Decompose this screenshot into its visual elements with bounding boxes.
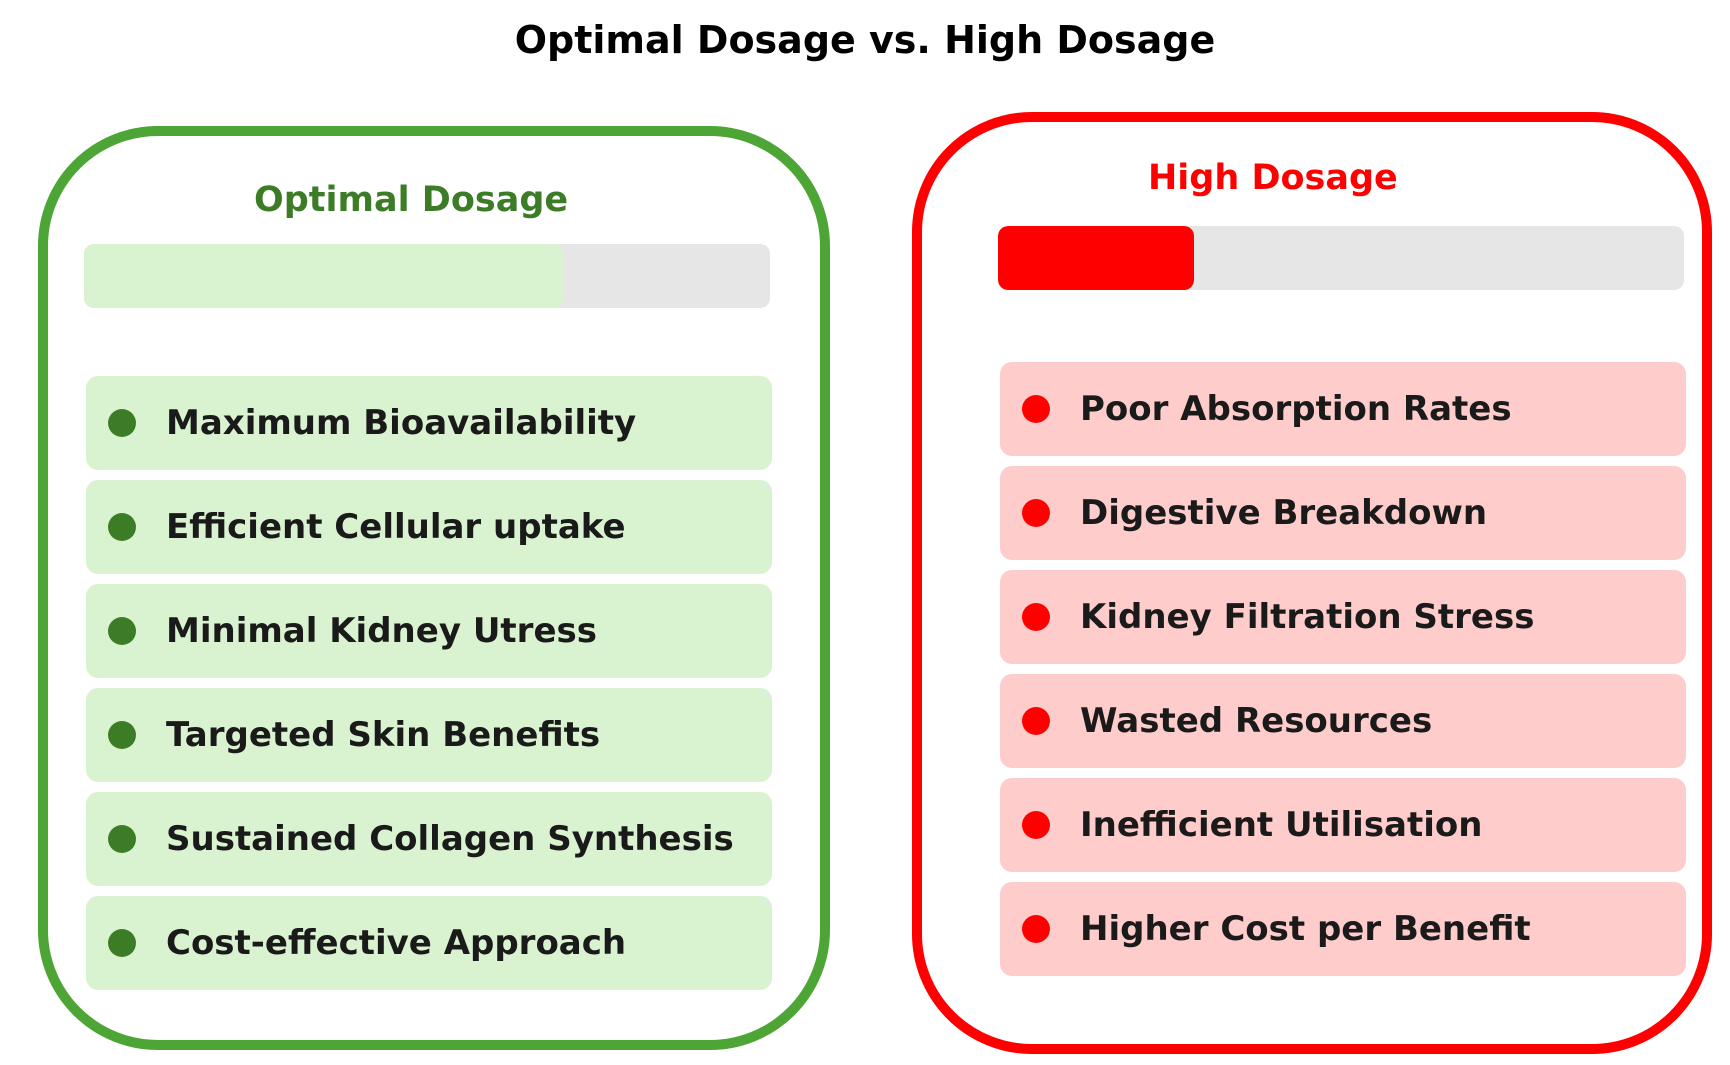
high-drawbacks-list: Poor Absorption Rates Digestive Breakdow…: [1000, 362, 1686, 986]
high-level-bar: [998, 226, 1684, 290]
optimal-list-item: Cost-effective Approach: [86, 896, 772, 990]
high-dosage-title: High Dosage: [1148, 158, 1398, 198]
bullet-dot-icon: [108, 721, 136, 749]
bullet-dot-icon: [108, 409, 136, 437]
optimal-item-label: Maximum Bioavailability: [166, 403, 637, 443]
high-list-item: Kidney Filtration Stress: [1000, 570, 1686, 664]
high-item-label: Digestive Breakdown: [1080, 493, 1488, 533]
high-item-label: Poor Absorption Rates: [1080, 389, 1512, 429]
high-item-label: Wasted Resources: [1080, 701, 1433, 741]
high-list-item: Inefficient Utilisation: [1000, 778, 1686, 872]
optimal-list-item: Targeted Skin Benefits: [86, 688, 772, 782]
high-list-item: Digestive Breakdown: [1000, 466, 1686, 560]
optimal-dosage-panel: Optimal Dosage Maximum Bioavailability E…: [38, 126, 830, 1050]
high-item-label: Inefficient Utilisation: [1080, 805, 1483, 845]
high-item-label: Higher Cost per Benefit: [1080, 909, 1531, 949]
bullet-dot-icon: [1022, 707, 1050, 735]
optimal-item-label: Cost-effective Approach: [166, 923, 627, 963]
bullet-dot-icon: [108, 617, 136, 645]
optimal-item-label: Targeted Skin Benefits: [166, 715, 601, 755]
optimal-list-item: Maximum Bioavailability: [86, 376, 772, 470]
high-level-fill: [998, 226, 1194, 290]
bullet-dot-icon: [1022, 915, 1050, 943]
optimal-list-item: Sustained Collagen Synthesis: [86, 792, 772, 886]
optimal-dosage-title: Optimal Dosage: [254, 180, 569, 220]
bullet-dot-icon: [108, 513, 136, 541]
optimal-benefits-list: Maximum Bioavailability Efficient Cellul…: [86, 376, 772, 1000]
bullet-dot-icon: [1022, 395, 1050, 423]
high-list-item: Higher Cost per Benefit: [1000, 882, 1686, 976]
high-dosage-panel: High Dosage Poor Absorption Rates Digest…: [912, 112, 1712, 1054]
optimal-item-label: Sustained Collagen Synthesis: [166, 819, 734, 859]
high-list-item: Poor Absorption Rates: [1000, 362, 1686, 456]
page-title: Optimal Dosage vs. High Dosage: [514, 18, 1216, 62]
bullet-dot-icon: [108, 825, 136, 853]
optimal-level-fill: [84, 244, 565, 308]
high-item-label: Kidney Filtration Stress: [1080, 597, 1535, 637]
optimal-level-bar: [84, 244, 770, 308]
optimal-list-item: Efficient Cellular uptake: [86, 480, 772, 574]
bullet-dot-icon: [1022, 499, 1050, 527]
bullet-dot-icon: [1022, 603, 1050, 631]
bullet-dot-icon: [1022, 811, 1050, 839]
optimal-item-label: Efficient Cellular uptake: [166, 507, 626, 547]
bullet-dot-icon: [108, 929, 136, 957]
optimal-item-label: Minimal Kidney Utress: [166, 611, 597, 651]
optimal-list-item: Minimal Kidney Utress: [86, 584, 772, 678]
high-list-item: Wasted Resources: [1000, 674, 1686, 768]
